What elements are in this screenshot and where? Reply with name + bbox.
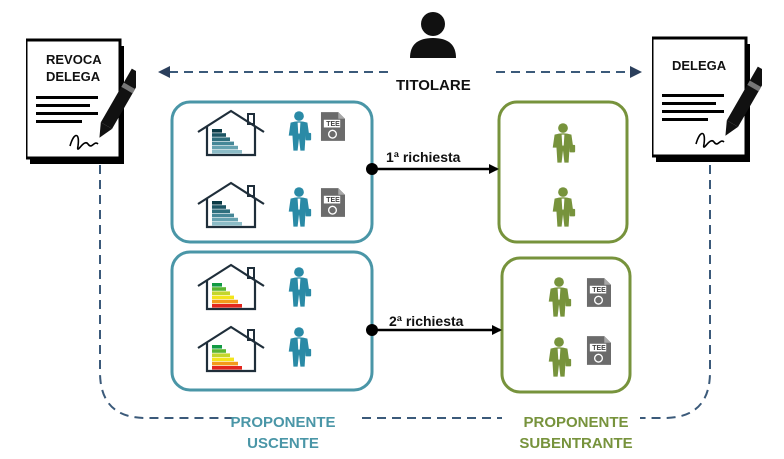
tee-badge-text: TEE <box>592 287 606 294</box>
revoca-label-line2: DELEGA <box>46 69 101 84</box>
titolare-label: TITOLARE <box>396 77 471 94</box>
dashed-line-right <box>640 165 711 419</box>
request-arrow-1 <box>366 163 499 175</box>
dashed-connectors <box>99 66 711 419</box>
tee-badge-text: TEE <box>326 197 340 204</box>
man-green-icon <box>552 187 576 227</box>
proponente-uscente-label: PROPONENTE USCENTE <box>200 412 366 454</box>
dashed-line-left <box>99 165 236 419</box>
house-energy-class-icon <box>196 263 266 311</box>
uscente-label-line1: PROPONENTE <box>230 414 336 431</box>
uscente-box-bottom <box>170 250 374 392</box>
man-green-icon <box>548 277 572 317</box>
revoca-delega-label: REVOCA DELEGA <box>46 51 102 85</box>
house-efficiency-icon <box>196 109 266 157</box>
man-teal-icon <box>288 267 312 307</box>
revoca-label-line1: REVOCA <box>46 52 102 67</box>
man-teal-icon <box>288 327 312 367</box>
delega-label: DELEGA <box>672 58 727 73</box>
man-green-icon <box>552 123 576 163</box>
subentrante-box-top <box>497 100 629 244</box>
second-request-label: 2ª richiesta <box>389 313 464 329</box>
man-teal-icon <box>288 187 312 227</box>
uscente-label-line2: USCENTE <box>247 435 319 452</box>
man-green-icon <box>548 337 572 377</box>
house-energy-class-icon <box>196 325 266 373</box>
subentrante-label-line1: PROPONENTE <box>523 414 629 431</box>
subentrante-box-bottom <box>500 256 632 394</box>
request-arrow-2 <box>366 324 502 336</box>
house-efficiency-icon <box>196 181 266 229</box>
first-request-label: 1ª richiesta <box>386 149 461 165</box>
person-icon <box>410 12 456 58</box>
tee-badge-text: TEE <box>592 345 606 352</box>
subentrante-label-line2: SUBENTRANTE <box>519 435 633 452</box>
man-teal-icon <box>288 111 312 151</box>
tee-badge-text: TEE <box>326 121 340 128</box>
proponente-subentrante-label: PROPONENTE SUBENTRANTE <box>498 412 654 454</box>
